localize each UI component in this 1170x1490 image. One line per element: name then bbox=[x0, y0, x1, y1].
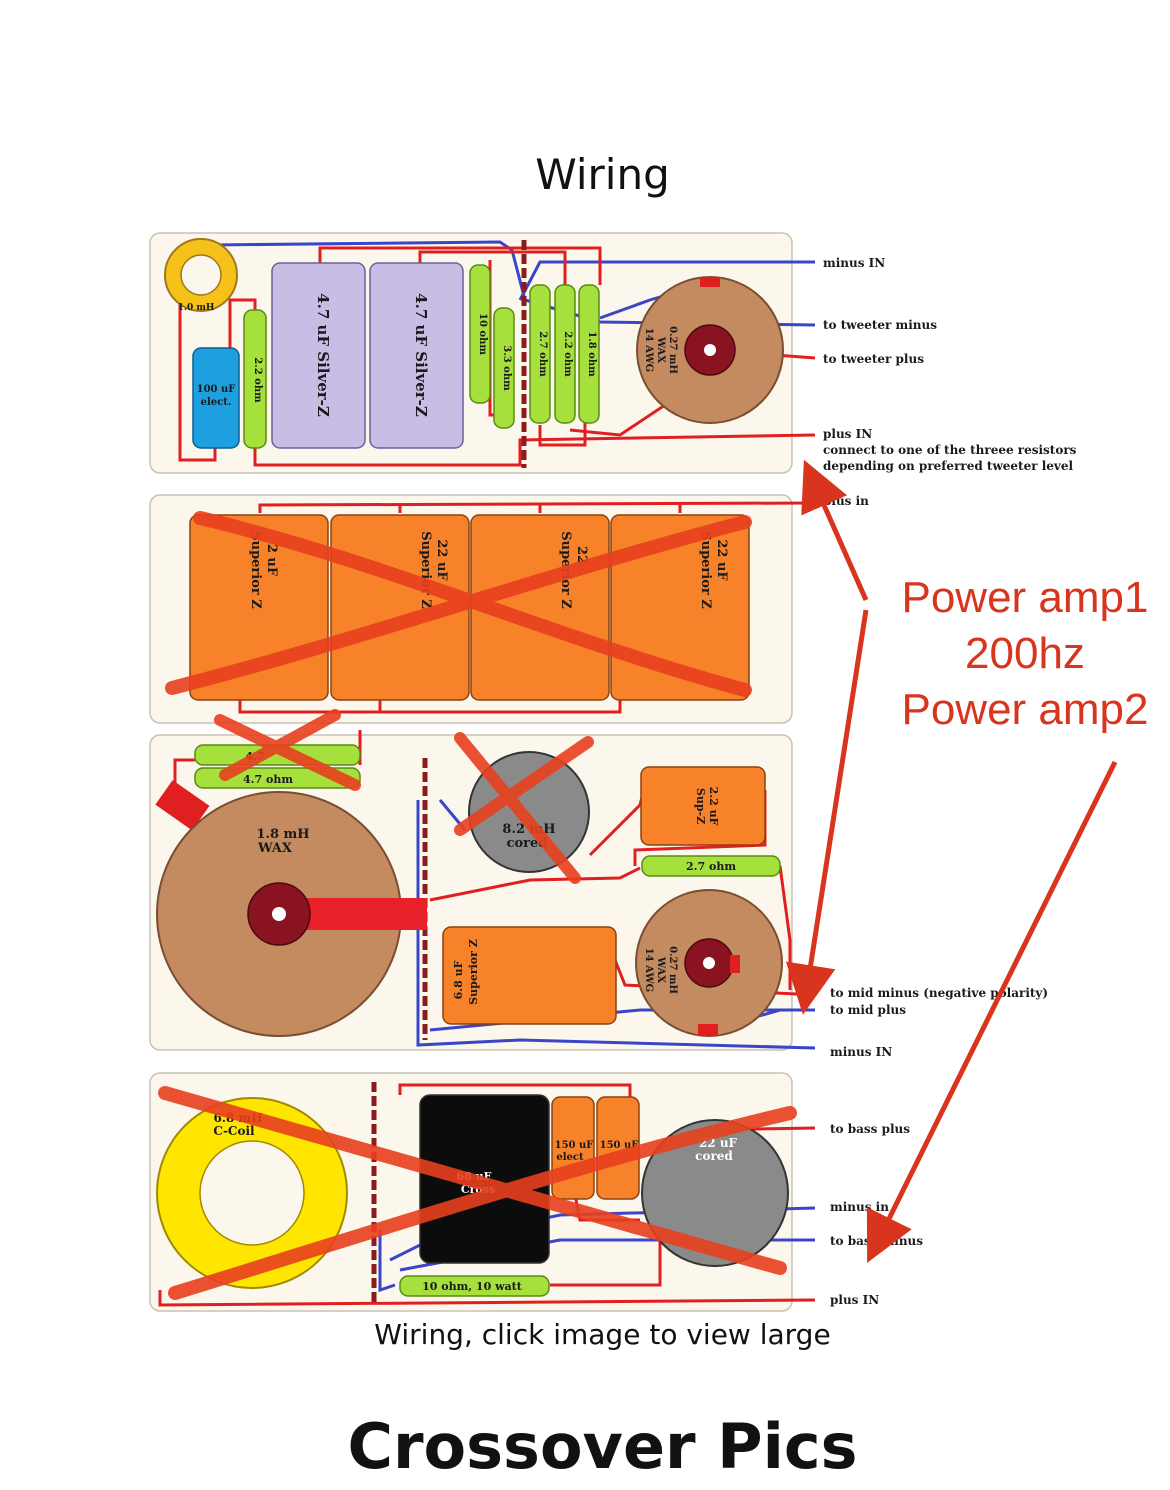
annotation-arrows bbox=[785, 459, 1118, 1263]
page-title: Wiring bbox=[535, 150, 670, 199]
label-to-bass-plus: to bass plus bbox=[830, 1122, 910, 1136]
cap-bank-wires bbox=[238, 501, 816, 714]
e150-a-l2: elect bbox=[556, 1152, 584, 1163]
inductor-1-8mh[interactable]: 1.8 mH WAX bbox=[155, 780, 427, 1037]
resistor-1-8ohm[interactable]: 1.8 ohm bbox=[578, 284, 600, 424]
coil-mid-l1: 0.27 mH bbox=[667, 946, 678, 994]
coil-1-8-l1: 1.8 mH bbox=[256, 827, 309, 842]
cap-bank-panel: 2 uF Superior Z 22 uF Superior Z 22 Supe… bbox=[149, 494, 869, 724]
label-to-mid-plus: to mid plus bbox=[830, 1003, 906, 1017]
electrolytic-150uf-a[interactable]: 150 uF elect bbox=[551, 1096, 595, 1200]
cap-2-2-l1: 2.2 uF bbox=[707, 787, 720, 826]
bass-panel: 6.8 mH C-Coil 68 uF Cross 150 uF elect 1… bbox=[149, 1072, 923, 1312]
mid-panel: 4.7 4.7 ohm 1.8 mH WAX 8.2 mH cored 2.2 … bbox=[149, 709, 1048, 1059]
label-caps-plus-in: plus in bbox=[823, 494, 869, 508]
resistor-2-2ohm-a[interactable]: 2.2 ohm bbox=[243, 309, 267, 449]
inductor-22-cored[interactable]: 22 uF cored bbox=[641, 1119, 789, 1267]
annotation-power-amp2: Power amp2 bbox=[901, 685, 1148, 734]
resistor-10ohm-10watt[interactable]: 10 ohm, 10 watt bbox=[399, 1275, 550, 1297]
cross-out-mid-resistors bbox=[214, 709, 361, 791]
coil-tw-l2: WAX bbox=[655, 336, 666, 363]
label-to-tweeter-plus: to tweeter plus bbox=[823, 352, 924, 366]
res-10-label: 10 ohm bbox=[477, 313, 488, 355]
inductor-1mh-label: 1.0 mH bbox=[178, 303, 215, 313]
inductor-0-27mh-mid[interactable]: 0.27 mH WAX 14 AWG bbox=[635, 889, 783, 1037]
cap-sz-2-a: 22 uF bbox=[434, 539, 449, 581]
inductor-1mh[interactable]: 1.0 mH bbox=[164, 238, 238, 313]
cap-6-8-l2: Superior Z bbox=[467, 939, 480, 1005]
label-bass-minus-in: minus in bbox=[830, 1200, 889, 1214]
label-to-mid-minus: to mid minus (negative polarity) bbox=[830, 986, 1048, 1000]
resistor-2-7ohm-mid[interactable]: 2.7 ohm bbox=[641, 855, 781, 877]
coil-tw-l3: 14 AWG bbox=[643, 328, 654, 372]
label-bass-plus-in: plus IN bbox=[830, 1293, 879, 1307]
c-coil-l2: C-Coil bbox=[213, 1124, 255, 1138]
coil-mid-l2: WAX bbox=[655, 956, 666, 983]
capacitor-2-2uf-supz[interactable]: 2.2 uF Sup-Z bbox=[640, 766, 766, 846]
cross-out-cap-bank bbox=[165, 511, 752, 697]
res-2-2-label: 2.2 ohm bbox=[252, 357, 263, 403]
tweeter-panel: 1.0 mH 100 uF elect. 2.2 ohm 4.7 uF Silv… bbox=[149, 232, 1077, 474]
label-tweeter-note-2: depending on preferred tweeter level bbox=[823, 459, 1074, 473]
label-mid-minus-in: minus IN bbox=[830, 1045, 892, 1059]
res-3-3-label: 3.3 ohm bbox=[501, 345, 512, 391]
cap-sz-4-a: 22 uF bbox=[714, 539, 729, 581]
cap-6-8-l1: 6.8 uF bbox=[452, 960, 465, 999]
coil-mid-l3: 14 AWG bbox=[643, 948, 654, 992]
cap-4-7-a-label: 4.7 uF Silver-Z bbox=[314, 293, 332, 417]
resistor-2-7ohm[interactable]: 2.7 ohm bbox=[529, 284, 551, 424]
inductor-0-27mh-tweeter[interactable]: 0.27 mH WAX 14 AWG bbox=[636, 276, 784, 424]
e150-a-l1: 150 uF bbox=[555, 1140, 594, 1151]
cap-sz-1-b: Superior Z bbox=[248, 531, 263, 609]
elec-100uf-label-1: 100 uF bbox=[197, 384, 236, 395]
cap-2-2-l2: Sup-Z bbox=[694, 788, 707, 824]
annotation-power-amp1: Power amp1 bbox=[901, 573, 1148, 622]
elec-100uf-label-2: elect. bbox=[201, 397, 232, 408]
cap-sz-1-a: 2 uF bbox=[264, 544, 279, 577]
label-tweeter-minus-in: minus IN bbox=[823, 256, 885, 270]
section-heading: Crossover Pics bbox=[347, 1410, 858, 1483]
cap-sz-4-b: Superior Z bbox=[698, 531, 713, 609]
image-caption[interactable]: Wiring, click image to view large bbox=[374, 1318, 831, 1351]
label-tweeter-note-1: connect to one of the threee resistors bbox=[823, 443, 1077, 457]
mid-res-27-label: 2.7 ohm bbox=[686, 860, 736, 873]
e150-b-l1: 150 uF bbox=[600, 1140, 639, 1151]
capacitor-superior-3[interactable]: 22 Superior Z bbox=[470, 514, 610, 701]
capacitor-4-7uf-b[interactable]: 4.7 uF Silver-Z bbox=[369, 262, 464, 449]
cap-sz-2-b: Superior Z bbox=[418, 531, 433, 609]
cross-out-mid-cored bbox=[454, 732, 594, 884]
capacitor-4-7uf-a[interactable]: 4.7 uF Silver-Z bbox=[271, 262, 366, 449]
inductor-6-8mh-c-coil[interactable]: 6.8 mH C-Coil bbox=[156, 1097, 348, 1289]
res-2-2b-label: 2.2 ohm bbox=[562, 331, 573, 377]
cored-22-l2: cored bbox=[695, 1149, 733, 1163]
mid-res-b-label: 4.7 ohm bbox=[243, 773, 293, 786]
cap-4-7-b-label: 4.7 uF Silver-Z bbox=[412, 293, 430, 417]
label-tweeter-plus-in: plus IN bbox=[823, 427, 872, 441]
electrolytic-100uf[interactable]: 100 uF elect. bbox=[192, 347, 240, 449]
resistor-3-3ohm[interactable]: 3.3 ohm bbox=[493, 307, 515, 429]
resistor-10ohm[interactable]: 10 ohm bbox=[469, 264, 491, 404]
capacitor-6-8uf-superior[interactable]: Superior Z 6.8 uF bbox=[442, 926, 617, 1025]
annotation-200hz: 200hz bbox=[965, 629, 1085, 678]
res-1-8-label: 1.8 ohm bbox=[586, 331, 597, 377]
coil-1-8-l2: WAX bbox=[257, 841, 293, 856]
res-2-7-label: 2.7 ohm bbox=[537, 331, 548, 377]
label-to-tweeter-minus: to tweeter minus bbox=[823, 318, 937, 332]
resistor-2-2ohm-b[interactable]: 2.2 ohm bbox=[554, 284, 576, 424]
res-10w-label: 10 ohm, 10 watt bbox=[422, 1280, 523, 1293]
coil-tw-l1: 0.27 mH bbox=[667, 326, 678, 374]
cap-sz-3-a: 22 bbox=[574, 546, 589, 564]
cross-out-bass bbox=[158, 1086, 797, 1300]
